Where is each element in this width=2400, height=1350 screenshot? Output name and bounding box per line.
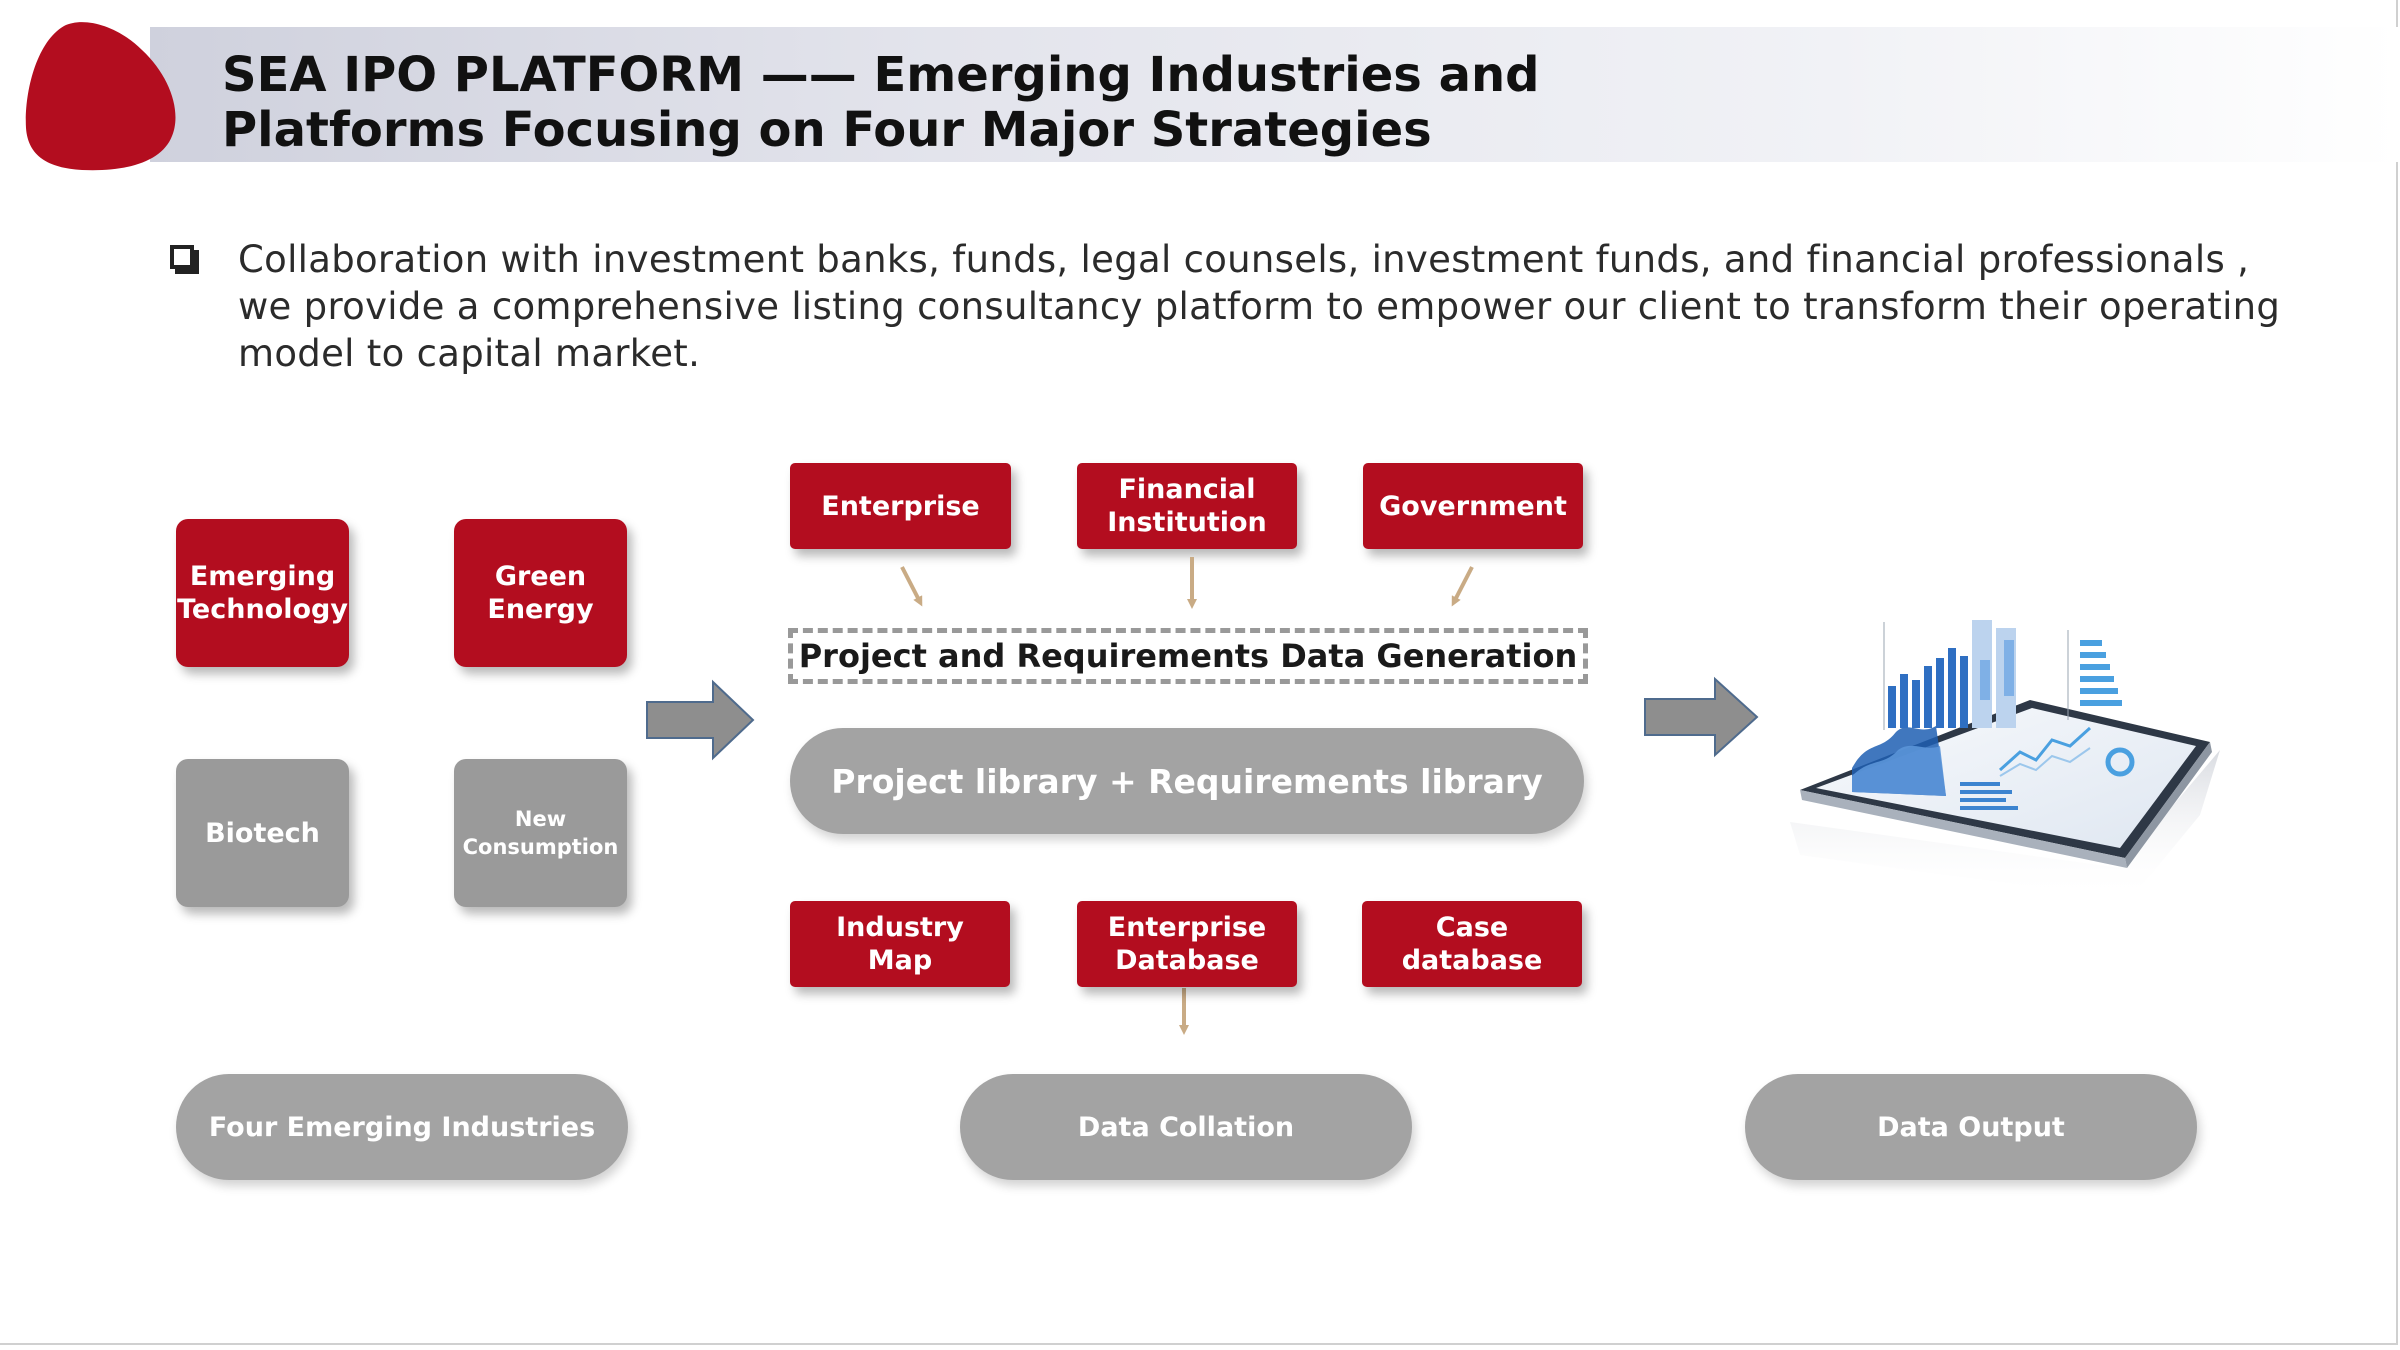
tablet-dashboard-icon — [1790, 620, 2220, 900]
four-emerging-industries-label: Four Emerging Industries — [176, 1074, 628, 1180]
source-government: Government — [1363, 463, 1583, 549]
source-enterprise: Enterprise — [790, 463, 1011, 549]
source-financial-institution: Financial Institution — [1077, 463, 1297, 549]
industry-emerging-technology: Emerging Technology — [176, 519, 349, 667]
database-industry-map: Industry Map — [790, 901, 1010, 987]
data-output-label: Data Output — [1745, 1074, 2197, 1180]
data-generation-label: Project and Requirements Data Generation — [788, 628, 1588, 684]
flow-arrow-right-icon — [646, 679, 755, 761]
database-case: Case database — [1362, 901, 1582, 987]
title-band — [150, 27, 2400, 162]
title-line-1: SEA IPO PLATFORM —— Emerging Industries … — [222, 47, 1540, 103]
checkbox-bullet-icon — [170, 245, 199, 274]
data-collation-label: Data Collation — [960, 1074, 1412, 1180]
database-enterprise: Enterprise Database — [1077, 901, 1297, 987]
industry-green-energy: Green Energy — [454, 519, 627, 667]
flow-arrow-right-icon — [1644, 676, 1759, 758]
industry-biotech: Biotech — [176, 759, 349, 907]
industry-new-consumption: New Consumption — [454, 759, 627, 907]
page-title: SEA IPO PLATFORM —— Emerging Industries … — [222, 48, 1540, 158]
brand-logo-icon — [25, 22, 176, 171]
intro-text: Collaboration with investment banks, fun… — [238, 238, 2281, 375]
title-line-2: Platforms Focusing on Four Major Strateg… — [222, 102, 1432, 158]
project-requirements-library: Project library + Requirements library — [790, 728, 1584, 834]
